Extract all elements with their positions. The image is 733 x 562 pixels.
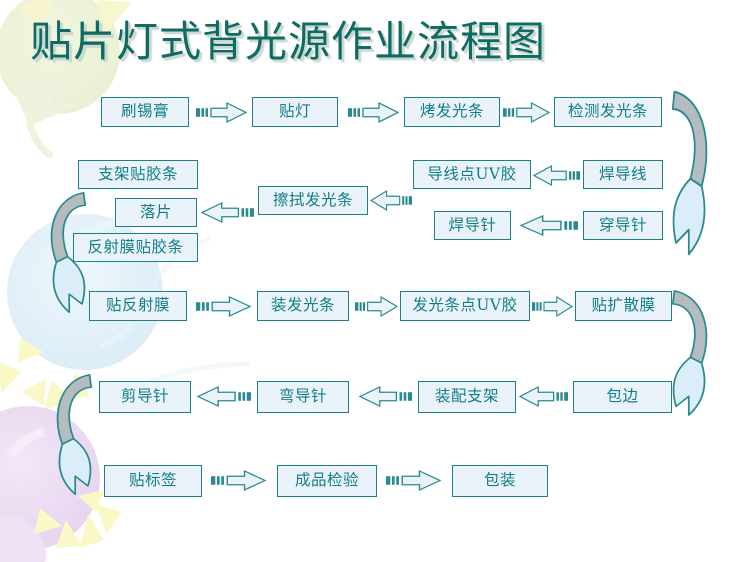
process-node-label: 发光条点UV胶 — [412, 296, 518, 315]
process-node-label: 擦拭发光条 — [272, 190, 353, 209]
process-node-n3[interactable]: 烤发光条 — [404, 97, 500, 127]
process-node-n23[interactable]: 包装 — [452, 465, 548, 497]
process-node-n20[interactable]: 剪导针 — [99, 381, 191, 413]
process-node-n5[interactable]: 焊导线 — [583, 160, 663, 189]
process-node-label: 烤发光条 — [419, 102, 484, 121]
process-node-n7[interactable]: 穿导针 — [583, 211, 663, 240]
process-node-n6[interactable]: 导线点UV胶 — [413, 160, 531, 189]
process-node-label: 剪导针 — [120, 387, 169, 406]
process-node-label: 落片 — [139, 202, 172, 221]
process-node-n1[interactable]: 刷锡膏 — [101, 97, 189, 127]
process-node-n10[interactable]: 支架贴胶条 — [78, 160, 198, 189]
process-node-label: 弯导针 — [278, 387, 327, 406]
process-node-n21[interactable]: 贴标签 — [104, 465, 202, 497]
process-node-n17[interactable]: 包边 — [573, 381, 672, 413]
flow-arrow-left-c12 — [358, 385, 412, 408]
process-node-n4[interactable]: 检测发光条 — [554, 97, 662, 127]
process-node-n9[interactable]: 擦拭发光条 — [258, 186, 368, 215]
process-node-label: 贴扩散膜 — [591, 296, 656, 315]
curved-connector-cc2 — [42, 190, 90, 315]
curved-connector-cc1 — [668, 88, 716, 258]
flow-arrow-right-c9 — [355, 295, 399, 318]
flow-arrow-right-c8 — [196, 295, 252, 318]
flow-arrow-left-c11 — [518, 385, 568, 408]
process-node-label: 贴标签 — [128, 471, 177, 490]
process-node-label: 反射膜贴胶条 — [87, 237, 184, 256]
flow-arrow-left-c4 — [532, 164, 580, 187]
flow-arrow-right-c2 — [348, 101, 400, 124]
flow-arrow-left-c13 — [196, 385, 251, 408]
process-node-label: 刷锡膏 — [120, 102, 169, 121]
process-node-n18[interactable]: 装配支架 — [418, 381, 516, 413]
flow-arrow-right-c14 — [211, 469, 267, 492]
process-node-label: 穿导针 — [598, 215, 647, 234]
process-node-n11[interactable]: 落片 — [115, 198, 197, 227]
process-node-label: 焊导针 — [448, 215, 497, 234]
curved-connector-cc4 — [48, 372, 96, 497]
process-node-n15[interactable]: 发光条点UV胶 — [400, 291, 530, 321]
process-node-n8[interactable]: 焊导针 — [434, 211, 511, 240]
process-node-label: 检测发光条 — [567, 102, 648, 121]
process-node-label: 包装 — [483, 471, 516, 490]
process-node-label: 支架贴胶条 — [97, 164, 178, 183]
process-node-n12[interactable]: 反射膜贴胶条 — [73, 233, 198, 262]
process-node-n13[interactable]: 贴反射膜 — [89, 291, 187, 321]
curved-connector-cc3 — [668, 288, 716, 418]
flow-arrow-right-c1 — [196, 101, 248, 124]
page-title: 贴片灯式背光源作业流程图 — [30, 17, 547, 66]
process-node-n19[interactable]: 弯导针 — [257, 381, 349, 413]
process-node-n16[interactable]: 贴扩散膜 — [575, 291, 672, 321]
flow-arrow-left-c5 — [519, 214, 578, 237]
flow-arrow-right-c10 — [532, 295, 574, 318]
deco-yellow-rays-2 — [34, 490, 122, 548]
process-node-label: 导线点UV胶 — [427, 164, 517, 183]
flow-arrow-right-c15 — [386, 469, 442, 492]
flow-arrow-left-c6 — [369, 189, 412, 212]
process-node-n2[interactable]: 贴灯 — [252, 97, 338, 127]
process-node-n14[interactable]: 装发光条 — [257, 291, 349, 321]
process-node-label: 成品检验 — [294, 471, 359, 490]
process-node-label: 贴灯 — [278, 102, 311, 121]
process-node-label: 贴反射膜 — [105, 296, 170, 315]
flow-arrow-right-c3 — [503, 101, 551, 124]
process-node-label: 包边 — [606, 387, 639, 406]
process-node-label: 焊导线 — [598, 164, 647, 183]
process-node-label: 装配支架 — [434, 387, 499, 406]
process-node-n22[interactable]: 成品检验 — [277, 465, 377, 497]
deco-green-blob — [0, 0, 132, 160]
flow-arrow-left-c7 — [200, 201, 254, 224]
process-node-label: 装发光条 — [270, 296, 335, 315]
